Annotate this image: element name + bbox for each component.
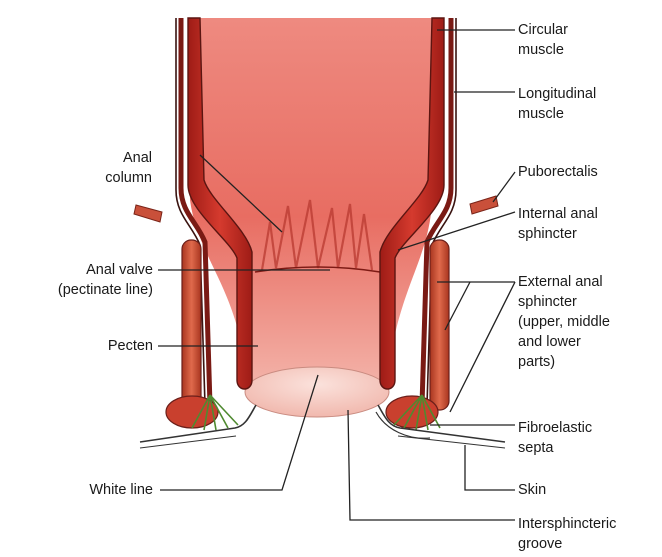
label-pecten: Pecten bbox=[60, 336, 153, 356]
label-white-line: White line bbox=[30, 480, 153, 500]
right-puborectalis bbox=[470, 196, 498, 214]
label-anal-valve: Anal valve (pectinate line) bbox=[10, 260, 153, 300]
label-internal-anal-sphincter: Internal anal sphincter bbox=[518, 204, 598, 244]
left-external-sphincter bbox=[182, 240, 201, 410]
label-external-anal-sphincter: External anal sphincter (upper, middle a… bbox=[518, 272, 610, 372]
label-puborectalis: Puborectalis bbox=[518, 162, 598, 182]
label-skin: Skin bbox=[518, 480, 546, 500]
label-anal-column: Anal column bbox=[80, 148, 152, 188]
label-longitudinal-muscle: Longitudinal muscle bbox=[518, 84, 596, 124]
label-circular-muscle: Circular muscle bbox=[518, 20, 568, 60]
label-fibroelastic-septa: Fibroelastic septa bbox=[518, 418, 592, 458]
left-puborectalis bbox=[134, 205, 162, 222]
right-external-sphincter bbox=[430, 240, 449, 410]
anal-opening bbox=[245, 367, 389, 417]
label-intersphincteric-groove: Intersphincteric groove bbox=[518, 514, 616, 554]
